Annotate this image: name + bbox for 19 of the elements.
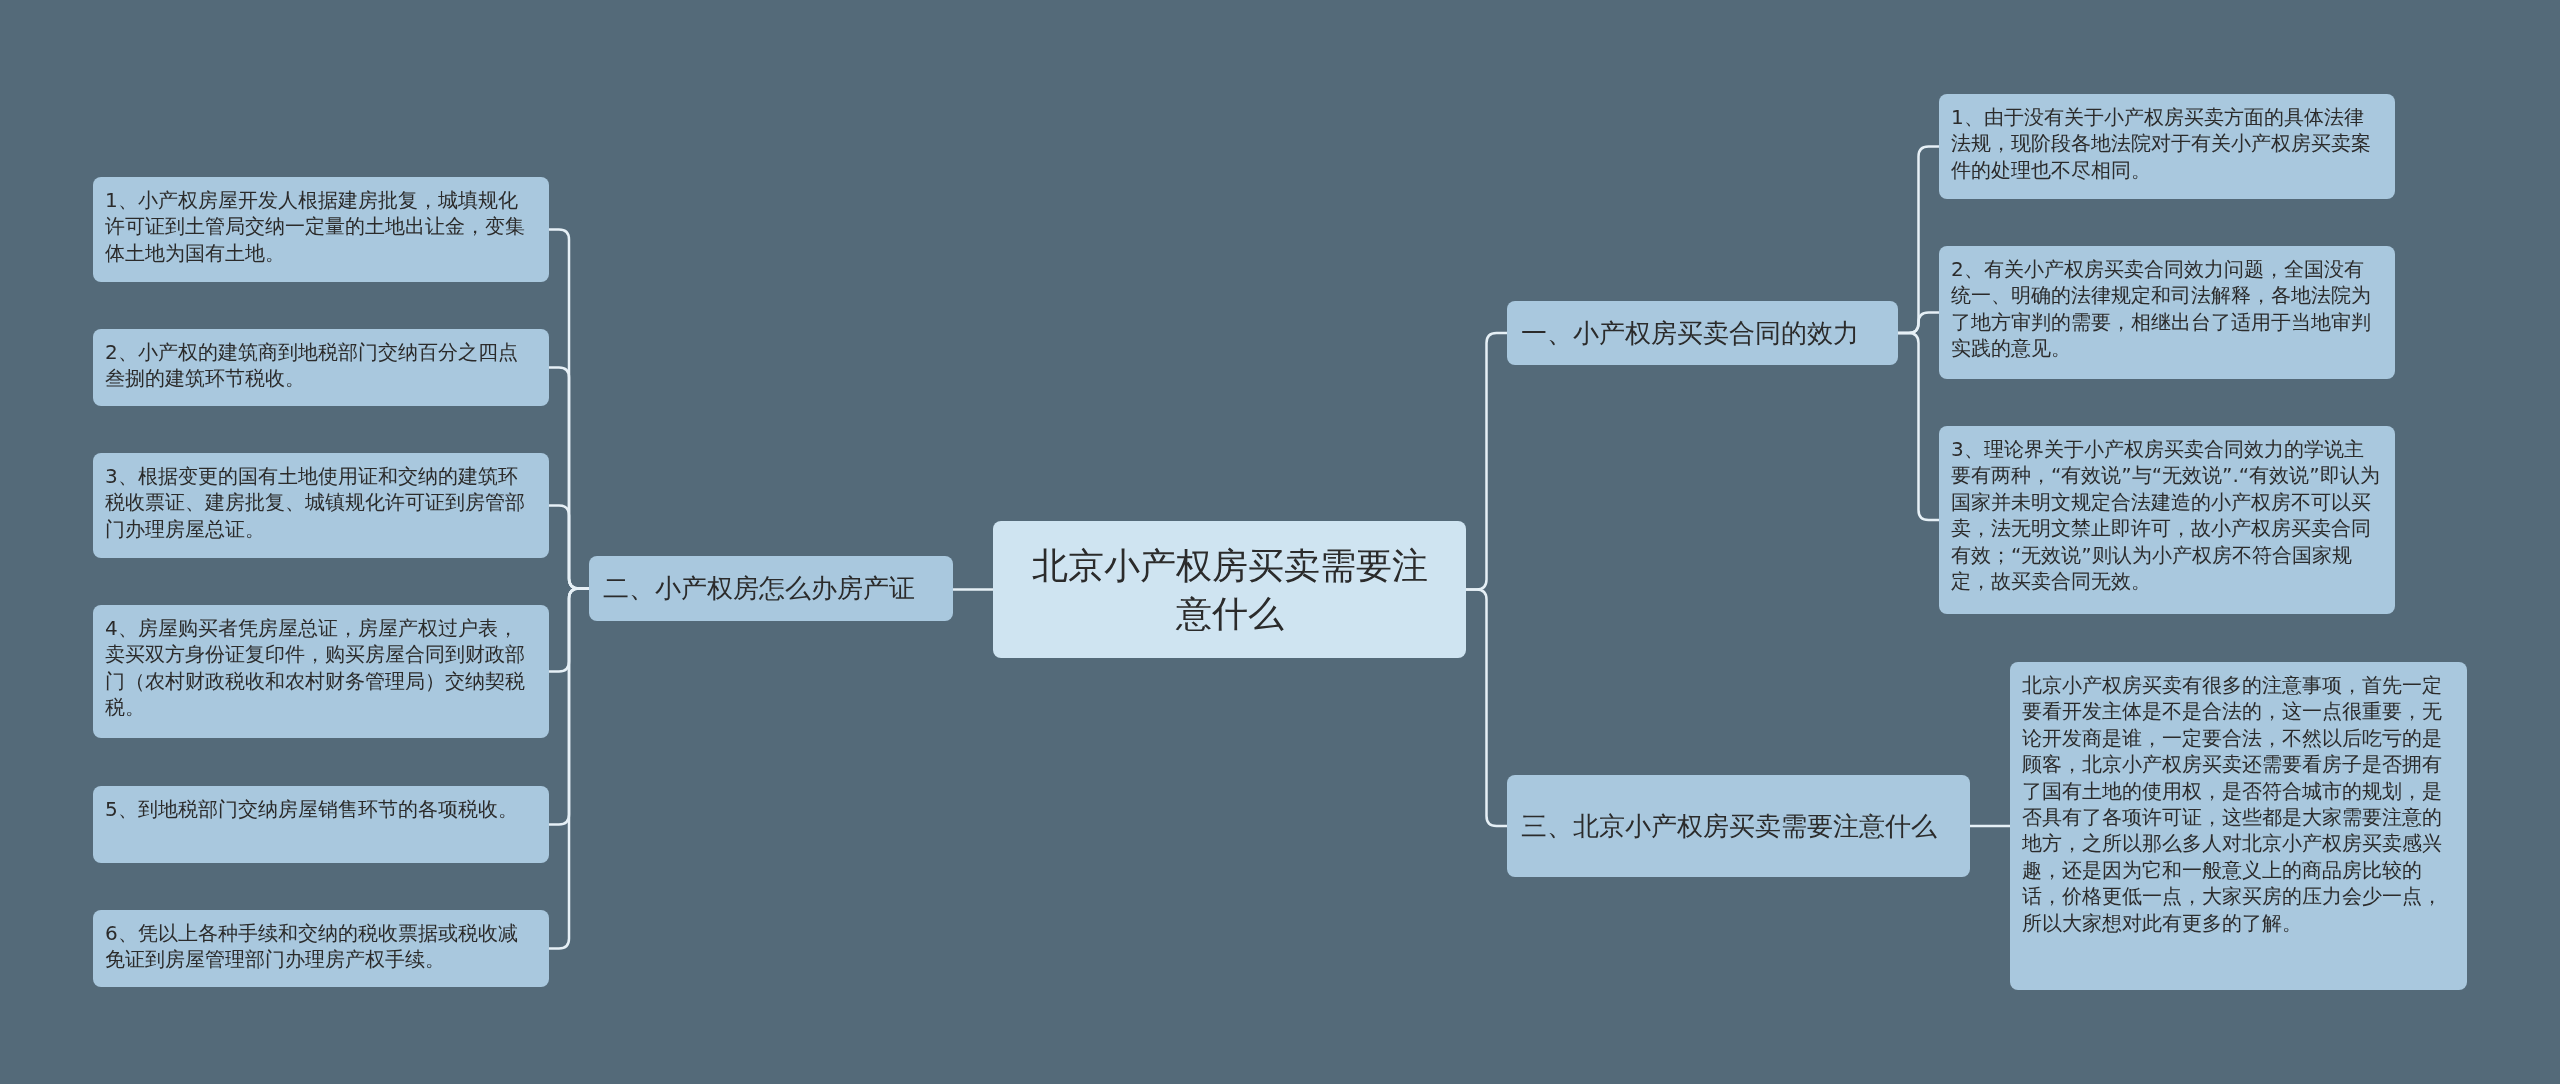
leaf-box: 6、凭以上各种手续和交纳的税收票据或税收减免证到房屋管理部门办理房产权手续。: [93, 910, 549, 987]
connector-line: [953, 588, 993, 591]
connector-line: [1466, 588, 1507, 828]
leaf-box: 2、有关小产权房买卖合同效力问题，全国没有统一、明确的法律规定和司法解释，各地法院为了地方审判的需要，相继出台了适用于当地审判实践的意见。: [1939, 246, 2395, 379]
connector-line: [1970, 824, 2010, 828]
connector-line: [549, 587, 589, 950]
leaf-box: 2、小产权的建筑商到地税部门交纳百分之四点叁捌的建筑环节税收。: [93, 329, 549, 406]
leaf-box: 北京小产权房买卖有很多的注意事项，首先一定要看开发主体是不是合法的，这一点很重要，无论开发商是谁，一定要合法，不然以后吃亏的是顾客，北京小产权房买卖还需要看房子是否拥有了国有土地的使用权，是否符合城市的规划，是否具有了各项许可证，这些都是大家需要注意的地方，之所以那么多人对北京小产权房买卖感兴趣，还是因为它和一般意义上的商品房比较的话，价格更低一点，大家买房的压力会少一点，所以大家想对此有更多的了解。: [2010, 662, 2467, 990]
leaf-box: 1、由于没有关于小产权房买卖方面的具体法律法规，现阶段各地法院对于有关小产权房买卖案件的处理也不尽相同。: [1939, 94, 2395, 199]
leaf-box: 3、理论界关于小产权房买卖合同效力的学说主要有两种，“有效说”与“无效说”.“有效说”即认为国家并未明文规定合法建造的小产权房不可以买卖，法无明文禁止即许可，故小产权房买卖合同有效；“无效说”则认为小产权房不符合国家规定，故买卖合同无效。: [1939, 426, 2395, 614]
connector-line: [1898, 331, 1939, 522]
leaf-box: 4、房屋购买者凭房屋总证，房屋产权过户表，卖买双方身份证复印件，购买房屋合同到财政部门（农村财政税收和农村财务管理局）交纳契税税。: [93, 605, 549, 738]
branch-box: 三、北京小产权房买卖需要注意什么: [1507, 775, 1970, 877]
leaf-box: 5、到地税部门交纳房屋销售环节的各项税收。: [93, 786, 549, 863]
branch-box: 一、小产权房买卖合同的效力: [1507, 301, 1898, 365]
leaf-box: 3、根据变更的国有土地使用证和交纳的建筑环税收票证、建房批复、城镇规化许可证到房管部门办理房屋总证。: [93, 453, 549, 558]
branch-box: 二、小产权房怎么办房产证: [589, 556, 953, 621]
leaf-box: 1、小产权房屋开发人根据建房批复，城填规化许可证到土管局交纳一定量的土地出让金，变集体土地为国有土地。: [93, 177, 549, 282]
central-topic-box: 北京小产权房买卖需要注意什么: [993, 521, 1466, 658]
